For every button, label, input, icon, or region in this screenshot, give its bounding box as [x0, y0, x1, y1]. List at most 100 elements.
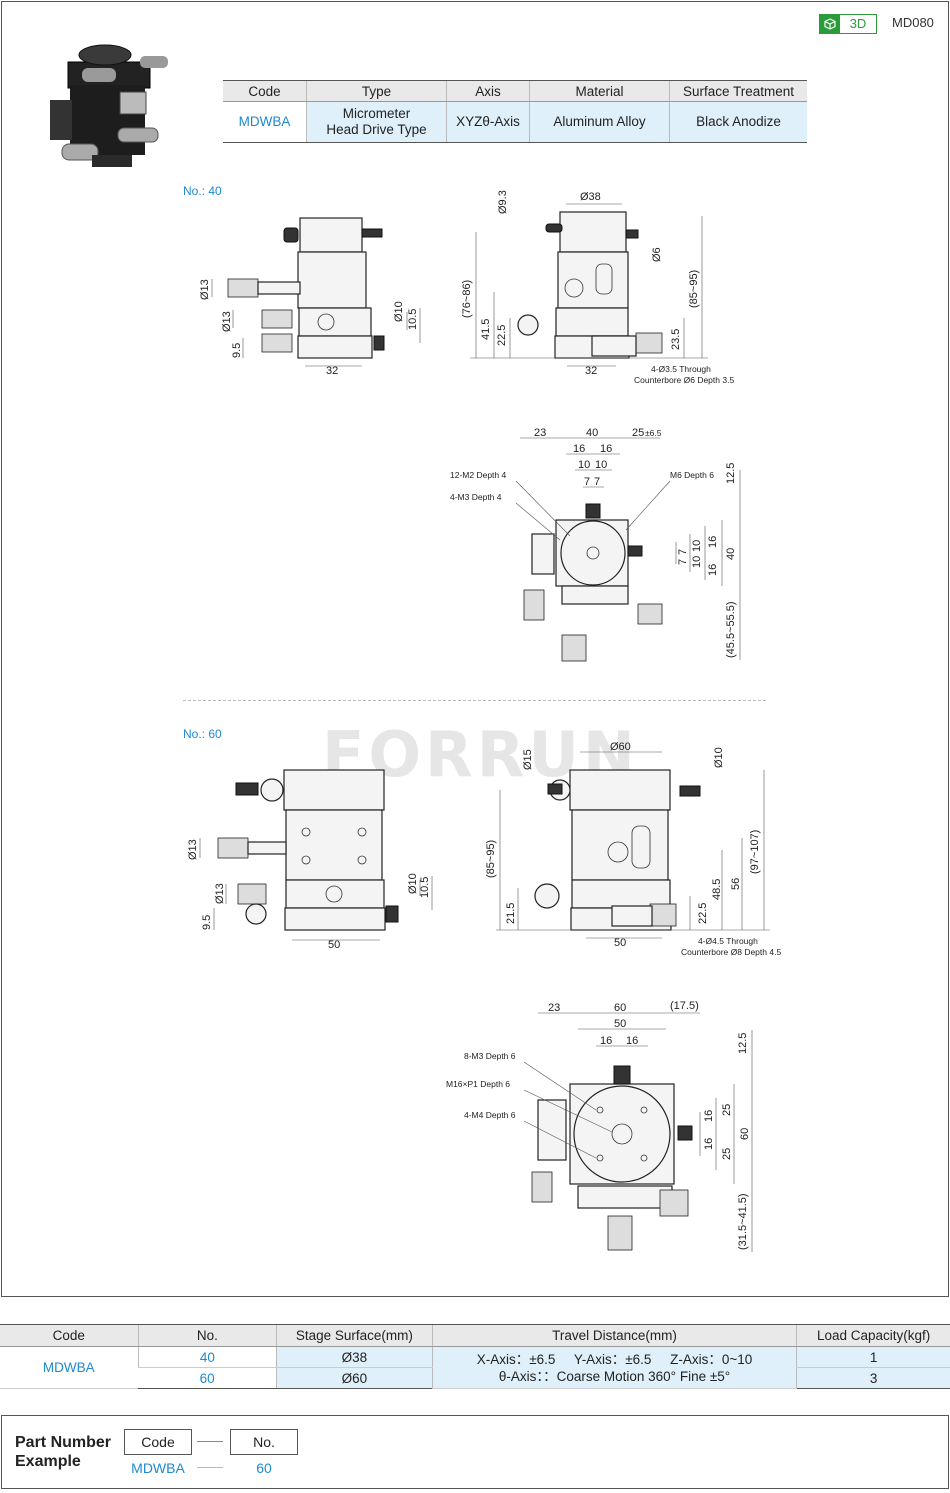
- col-no: No.: [137, 1324, 277, 1347]
- dim-text: 32: [585, 365, 597, 377]
- title-line1: Part Number: [15, 1434, 112, 1451]
- dim-text: 7: [677, 549, 689, 555]
- dim-text: 16: [573, 443, 585, 455]
- dim-text: 16: [707, 564, 719, 576]
- note-text: 12-M2 Depth 4: [450, 470, 506, 480]
- dim-text: 23: [548, 1002, 560, 1014]
- cell-code[interactable]: MDWBA: [0, 1346, 139, 1389]
- note-text: 4-Ø3.5 Through: [651, 364, 711, 374]
- dim-text: (17.5): [670, 1000, 699, 1012]
- no40-label: No.: 40: [183, 184, 222, 198]
- no40-side-dims: Ø9.3 Ø38 Ø6 (76~86) 41.5 22.5 (85~95) 23…: [461, 190, 734, 385]
- no40-top-view: [523, 503, 663, 662]
- dim-text: Ø60: [610, 741, 631, 753]
- spec-code[interactable]: MDWBA: [223, 101, 307, 143]
- note-text: 8-M3 Depth 6: [464, 1051, 516, 1061]
- spec-surface: Black Anodize: [669, 101, 807, 143]
- no60-side-dimlines: [496, 751, 770, 939]
- no60-front-dimlines: [199, 838, 433, 941]
- spec-material: Aluminum Alloy: [529, 101, 670, 143]
- cell-surface: Ø38: [276, 1346, 433, 1368]
- dim-text: (31.5~41.5): [737, 1193, 749, 1250]
- dim-text: ±6.5: [645, 428, 662, 438]
- spec-header-type: Type: [306, 80, 447, 102]
- 3d-model-button[interactable]: 3D: [819, 14, 877, 34]
- cell-surface: Ø60: [276, 1367, 433, 1389]
- dim-text: Ø10: [407, 873, 419, 894]
- no-box: No.: [230, 1429, 298, 1455]
- dim-text: 60: [614, 1002, 626, 1014]
- dim-text: Ø10: [713, 747, 725, 768]
- no60-front-dims: Ø13 Ø13 9.5 50 Ø10 10.5: [187, 839, 431, 951]
- spec-header-axis: Axis: [446, 80, 530, 102]
- no40-front-dims: Ø13 Ø13 9.5 32 Ø10 10.5: [199, 279, 419, 377]
- dim-text: 40: [725, 548, 737, 560]
- dim-text: 41.5: [480, 319, 492, 340]
- dim-text: Ø6: [651, 247, 663, 262]
- no60-top-dimlines: [538, 1012, 753, 1252]
- no-value[interactable]: 60: [256, 1460, 272, 1476]
- cube-icon: [820, 15, 840, 33]
- dim-text: 21.5: [505, 903, 517, 924]
- dim-text: (85~95): [688, 270, 700, 308]
- no60-top-view: [531, 1065, 693, 1251]
- no40-front-view: [227, 217, 385, 359]
- spec-header-surface: Surface Treatment: [669, 80, 807, 102]
- no40-front-dimlines: [211, 279, 421, 367]
- col-load: Load Capacity(kgf): [796, 1324, 950, 1347]
- dim-text: 23.5: [670, 329, 682, 350]
- note-text: Counterbore Ø8 Depth 4.5: [681, 947, 781, 957]
- dim-text: 12.5: [737, 1033, 749, 1054]
- dim-text: 50: [614, 1018, 626, 1030]
- spec-summary-table: Code No. Stage Surface(mm) Travel Distan…: [0, 1324, 950, 1389]
- cell-load: 1: [796, 1346, 950, 1368]
- section-divider: [183, 700, 766, 701]
- dim-text: 10: [595, 459, 607, 471]
- travel-line1: X-Axis：±6.5 Y-Axis：±6.5 Z-Axis：0~10: [476, 1351, 753, 1367]
- col-code: Code: [0, 1324, 139, 1347]
- dim-text: 25: [721, 1148, 733, 1160]
- dim-text: 16: [600, 443, 612, 455]
- dim-text: 22.5: [496, 325, 508, 346]
- dim-text: Ø13: [221, 311, 233, 332]
- note-text: M16×P1 Depth 6: [446, 1079, 510, 1089]
- table-row: MDWBA 40 Ø38 X-Axis：±6.5 Y-Axis：±6.5 Z-A…: [0, 1346, 950, 1389]
- note-text: 4-M3 Depth 4: [450, 492, 502, 502]
- dim-text: 25: [721, 1104, 733, 1116]
- title-line2: Example: [15, 1453, 81, 1470]
- dim-text: (76~86): [461, 280, 473, 318]
- col-travel: Travel Distance(mm): [431, 1324, 797, 1347]
- dim-text: 40: [586, 427, 598, 439]
- dim-text: Ø38: [580, 191, 601, 203]
- dim-text: 7: [594, 476, 600, 488]
- dim-text: Ø15: [522, 749, 534, 770]
- separator-dash: [197, 1441, 223, 1442]
- dim-text: 25: [632, 427, 644, 439]
- col-stage-surface: Stage Surface(mm): [276, 1324, 433, 1347]
- no40-side-view: [517, 211, 663, 359]
- no40-top-dimlines: [520, 437, 741, 660]
- dim-text: Ø9.3: [497, 190, 509, 214]
- dim-text: 56: [730, 878, 742, 890]
- dim-text: 16: [707, 536, 719, 548]
- travel-line2: θ-Axis：：Coarse Motion 360° Fine ±5°: [498, 1368, 731, 1384]
- dim-text: 16: [626, 1035, 638, 1047]
- note-text: 4-M4 Depth 6: [464, 1110, 516, 1120]
- spec-table: Code Type Axis Material Surface Treatmen…: [223, 80, 807, 143]
- code-value[interactable]: MDWBA: [131, 1460, 185, 1476]
- 3d-label: 3D: [849, 16, 867, 31]
- cell-no[interactable]: 60: [138, 1367, 277, 1389]
- dim-text: 10.5: [419, 877, 431, 898]
- dim-text: Ø13: [187, 839, 199, 860]
- spec-type-line2: Head Drive Type: [326, 122, 427, 137]
- dim-text: 32: [326, 365, 338, 377]
- dim-text: (97~107): [749, 830, 761, 874]
- dim-text: Ø13: [214, 883, 226, 904]
- no40-side-dimlines: [470, 203, 708, 367]
- dim-text: 12.5: [725, 463, 737, 484]
- dim-text: 16: [600, 1035, 612, 1047]
- dim-text: Ø10: [393, 301, 405, 322]
- cell-no[interactable]: 40: [137, 1346, 277, 1368]
